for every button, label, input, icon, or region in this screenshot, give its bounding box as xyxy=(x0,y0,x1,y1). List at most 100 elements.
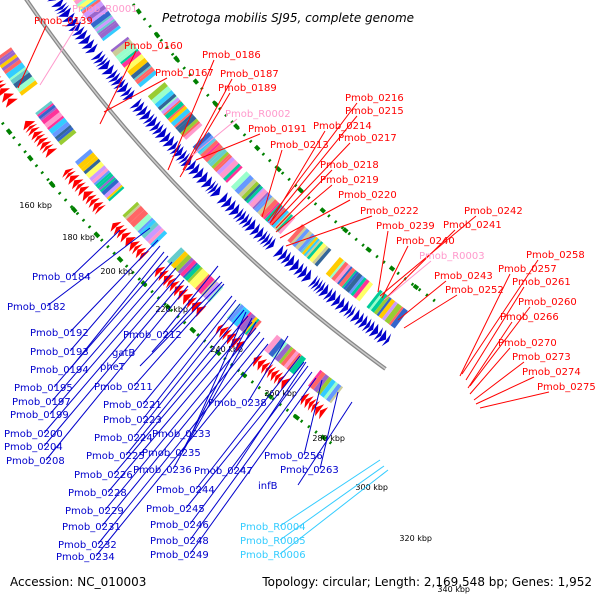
cog-block-forward xyxy=(188,268,205,285)
cog-block-reverse xyxy=(73,0,76,2)
feature-label-top: Pmob_R0002 xyxy=(225,109,291,120)
cog-block-reverse xyxy=(219,159,239,179)
cds-reverse-arrow xyxy=(338,300,349,314)
cog-block-forward xyxy=(195,274,212,291)
cds-forward-arrow xyxy=(163,275,174,286)
cog-block-forward xyxy=(47,115,65,130)
cog-block-reverse xyxy=(164,101,184,120)
feature-label-top: Pmob_0191 xyxy=(248,124,307,135)
leader-line xyxy=(167,59,215,171)
feature-label-top: Pmob_0266 xyxy=(500,312,559,323)
cds-reverse-arrow xyxy=(354,312,364,326)
leader-line xyxy=(189,371,313,541)
cog-block-forward xyxy=(19,80,38,96)
cds-forward-arrow xyxy=(72,179,84,190)
cog-block-reverse xyxy=(373,295,390,315)
leader-line xyxy=(53,255,169,388)
gc-dash xyxy=(266,393,274,400)
feature-label-top: Pmob_0222 xyxy=(360,206,419,217)
cog-block-reverse xyxy=(278,215,296,235)
leader-line xyxy=(233,361,307,471)
leader-line xyxy=(151,275,221,353)
leader-line xyxy=(261,149,283,218)
cog-block-reverse xyxy=(350,277,367,297)
cds-forward-arrow xyxy=(273,372,284,384)
cog-block-reverse xyxy=(213,153,231,171)
leader-line xyxy=(469,306,531,387)
cog-block-forward xyxy=(3,59,22,75)
leader-line xyxy=(377,230,389,293)
feature-label-top: Pmob_0216 xyxy=(345,93,404,104)
cog-block-reverse xyxy=(312,245,329,265)
feature-label-bottom: Pmob_0244 xyxy=(156,485,215,496)
leader-line xyxy=(185,361,305,509)
leader-line xyxy=(133,303,241,438)
gc-content-dots xyxy=(0,0,436,445)
cds-reverse-arrow xyxy=(238,213,250,225)
cog-block-forward xyxy=(0,47,13,59)
feature-label-top: Pmob_0274 xyxy=(522,367,581,378)
cog-block-reverse xyxy=(355,281,374,302)
feature-label-bottom: Pmob_0226 xyxy=(74,470,133,481)
cds-reverse-arrow xyxy=(293,262,304,275)
cog-block-forward xyxy=(91,168,109,184)
cds-reverse-arrow xyxy=(65,17,78,27)
cog-block-reverse xyxy=(263,202,280,220)
feature-label-bottom: Pmob_0224 xyxy=(94,433,153,444)
cds-reverse-arrow xyxy=(244,219,256,231)
cds-reverse-arrow xyxy=(283,254,295,267)
feature-label-bottom: Pmob_0249 xyxy=(150,550,209,561)
cog-block-reverse xyxy=(127,57,148,76)
leader-line xyxy=(279,469,389,555)
cds-reverse-arrow xyxy=(232,207,244,220)
cds-reverse-arrow xyxy=(364,320,375,334)
feature-label-bottom: Pmob_0199 xyxy=(10,410,69,421)
cds-forward-arrow xyxy=(110,221,122,232)
cog-block-forward xyxy=(137,217,154,234)
cog-block-reverse xyxy=(120,48,139,65)
cog-block-reverse xyxy=(245,185,264,204)
cog-block-reverse xyxy=(94,16,114,32)
cog-block-forward xyxy=(177,257,194,275)
feature-label-top: Pmob_0273 xyxy=(512,352,571,363)
leader-line xyxy=(247,335,289,403)
cog-block-reverse xyxy=(180,118,199,136)
cog-block-forward xyxy=(141,221,159,239)
cog-block-reverse xyxy=(331,261,349,282)
leader-line xyxy=(297,401,353,486)
cds-forward-arrow xyxy=(183,293,194,305)
feature-label-bottom: Pmob_0223 xyxy=(103,415,162,426)
cds-forward-arrow xyxy=(135,247,147,259)
leader-line xyxy=(195,133,261,161)
cog-block-reverse xyxy=(384,303,402,324)
cds-forward-arrow xyxy=(85,194,97,205)
gc-dash xyxy=(412,283,420,291)
feature-label-bottom: Pmob_0231 xyxy=(62,522,121,533)
cds-reverse-arrow xyxy=(256,230,268,243)
leader-line xyxy=(17,25,47,89)
cog-block-reverse xyxy=(168,105,188,123)
feature-label-top: Pmob_0257 xyxy=(498,264,557,275)
leader-line xyxy=(192,118,238,156)
leader-line xyxy=(275,169,333,229)
leader-line xyxy=(403,294,458,329)
cog-block-reverse xyxy=(215,155,233,172)
cog-block-reverse xyxy=(352,279,370,299)
cog-block-reverse xyxy=(243,183,262,202)
cog-block-reverse xyxy=(271,209,289,229)
feature-label-bottom: Pmob_R0004 xyxy=(240,522,306,533)
leader-line xyxy=(279,199,351,239)
cog-block-forward xyxy=(283,350,299,369)
feature-label-top: Pmob_R0001 xyxy=(72,4,138,15)
cog-block-reverse xyxy=(134,66,154,83)
cds-reverse-arrow xyxy=(61,12,75,22)
cds-reverse-arrow xyxy=(288,258,299,271)
feature-label-top: Pmob_0243 xyxy=(434,271,493,282)
gc-dash xyxy=(48,180,56,188)
cog-block-forward xyxy=(264,334,282,354)
cog-block-forward xyxy=(37,103,54,117)
leader-line xyxy=(279,459,381,527)
leader-line xyxy=(479,391,550,409)
leader-line xyxy=(269,130,326,224)
feature-label-top: Pmob_0189 xyxy=(218,83,277,94)
